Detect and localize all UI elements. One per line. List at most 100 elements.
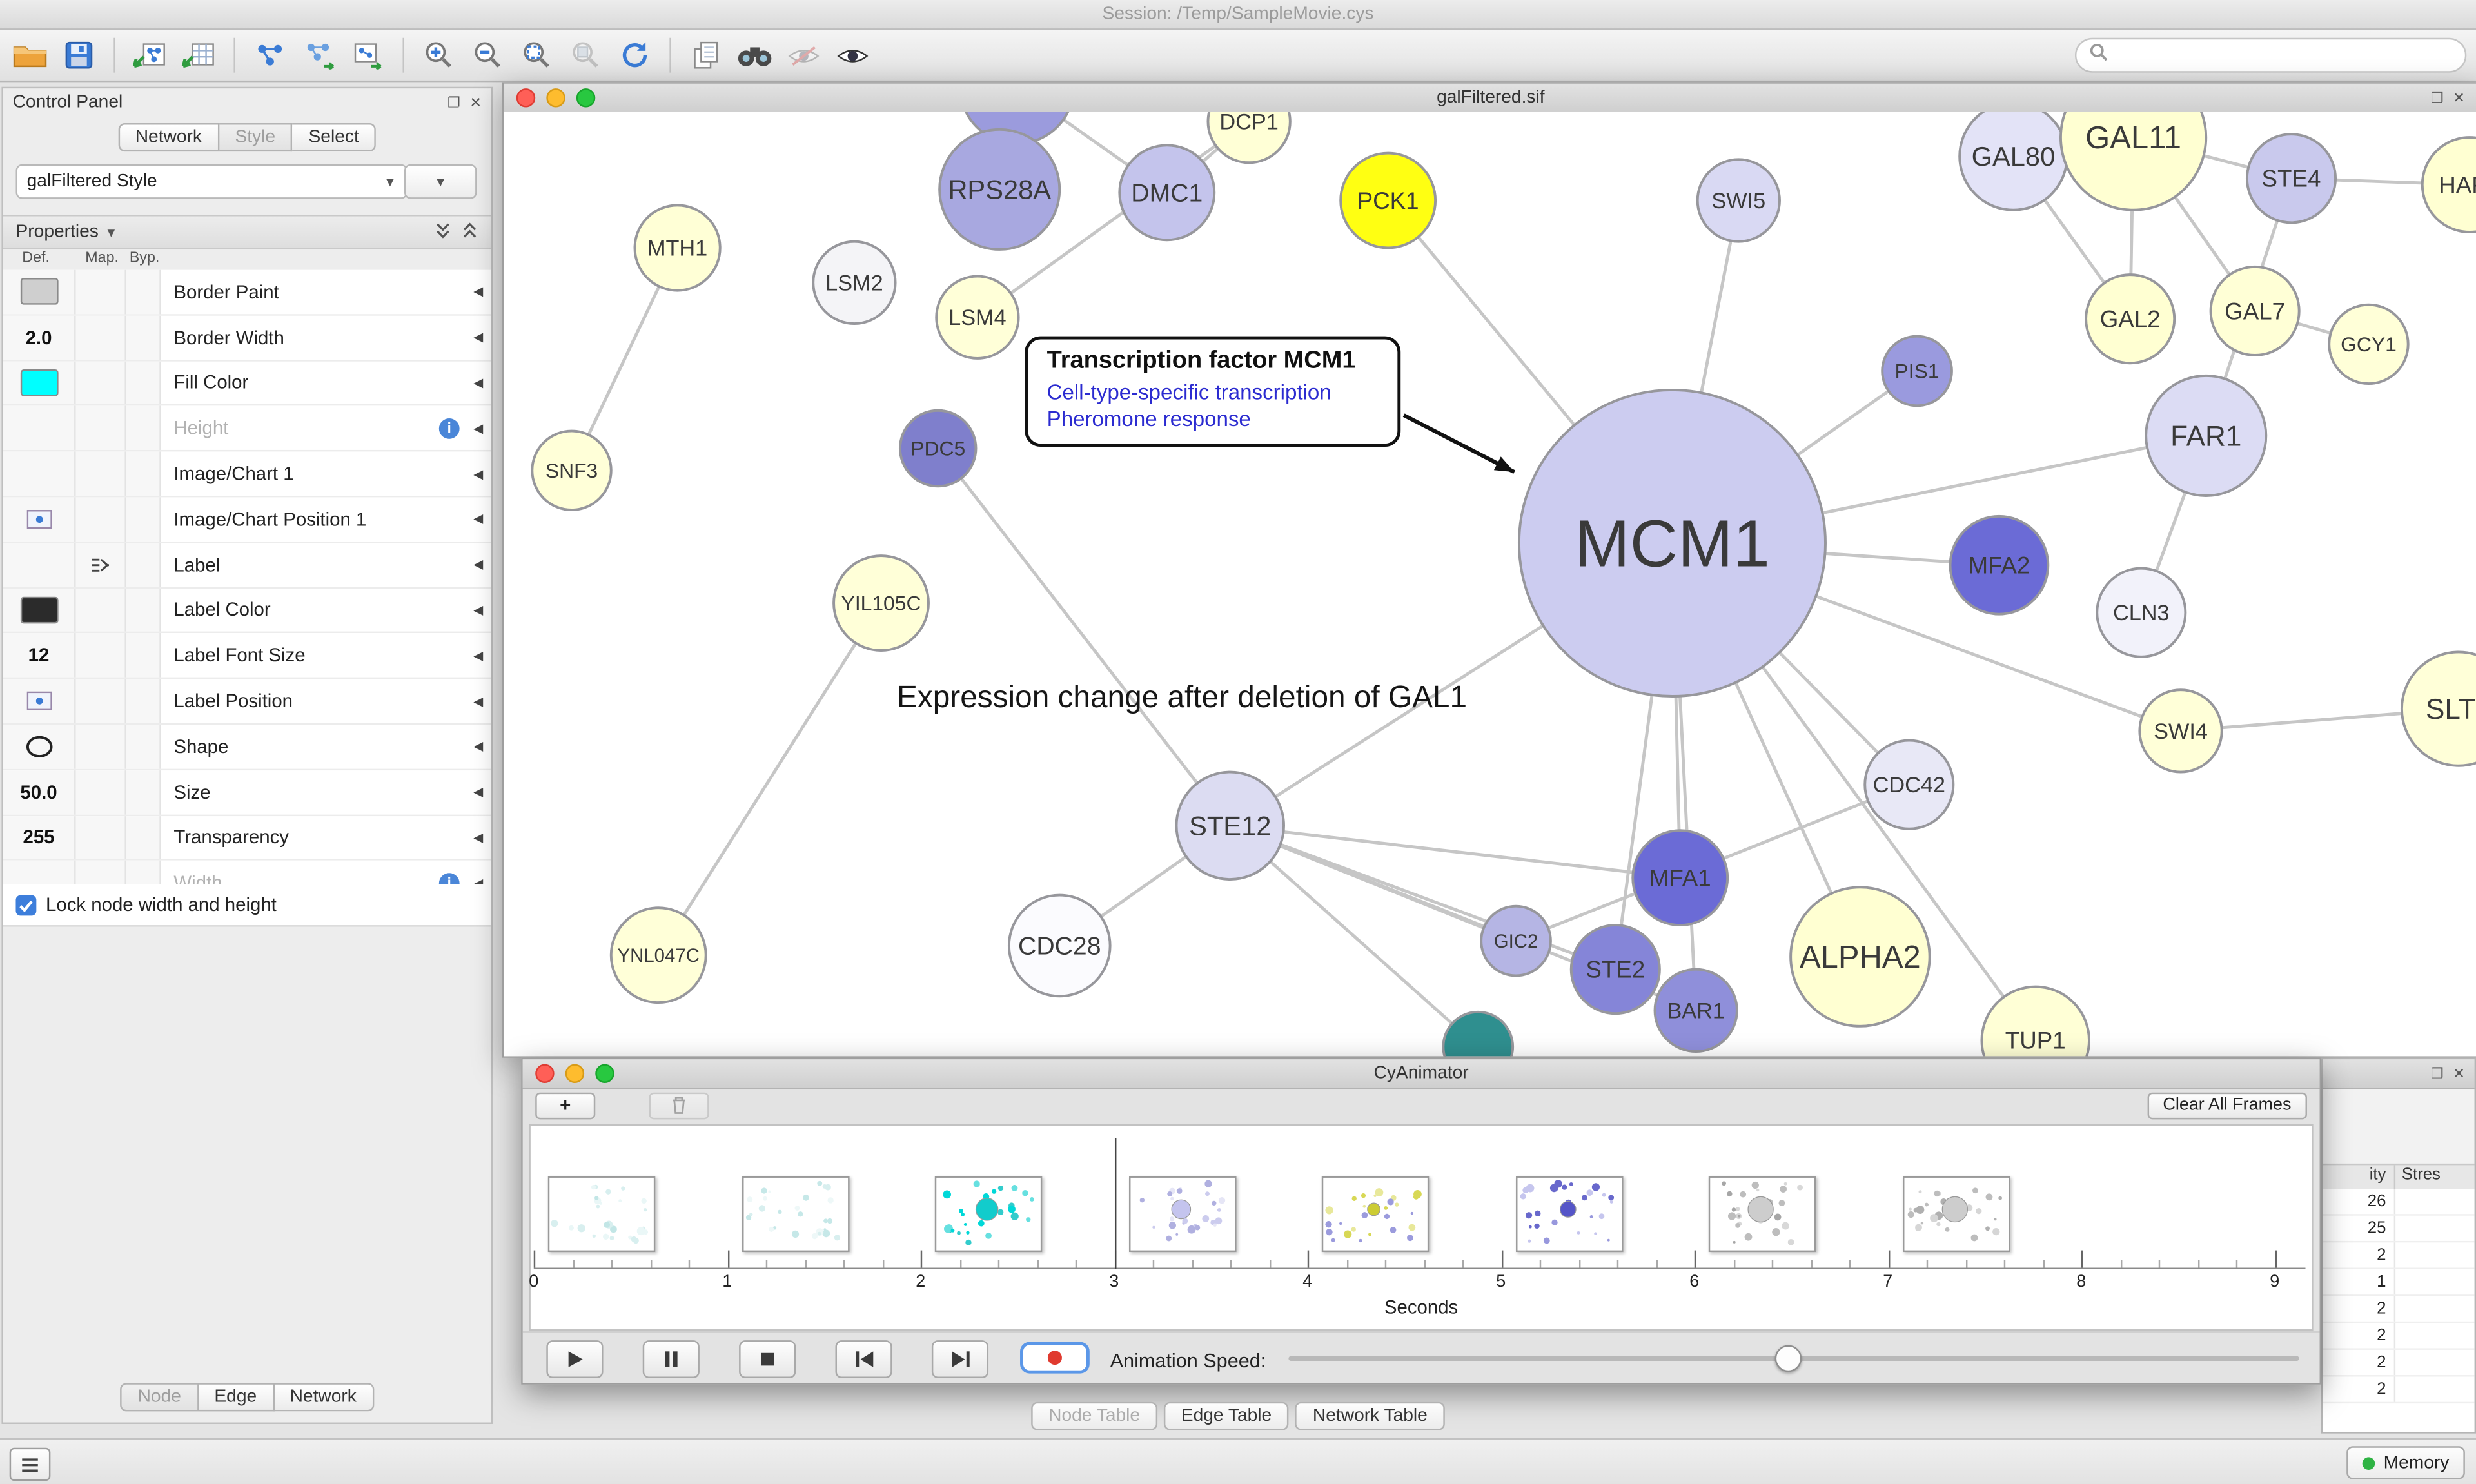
property-row[interactable]: Border Paint◀ xyxy=(3,269,491,316)
table-row[interactable]: 2 xyxy=(2323,1323,2475,1350)
network-node[interactable]: SNF3 xyxy=(531,429,613,511)
playhead[interactable] xyxy=(1114,1138,1116,1269)
network-node[interactable]: RPS28A xyxy=(938,128,1061,251)
property-row[interactable]: Label◀ xyxy=(3,542,491,589)
style-dropdown[interactable]: galFiltered Style ▼ xyxy=(15,164,408,199)
bypass-cell[interactable] xyxy=(126,770,161,814)
table-row[interactable]: 2 xyxy=(2323,1242,2475,1269)
mapping-cell[interactable] xyxy=(75,770,126,814)
property-row[interactable]: Image/Chart Position 1◀ xyxy=(3,497,491,543)
property-row[interactable]: Shape◀ xyxy=(3,725,491,770)
mapping-cell[interactable] xyxy=(75,815,126,860)
search-field[interactable] xyxy=(2074,37,2467,73)
network-node[interactable]: PDC5 xyxy=(898,409,978,488)
lock-size-checkbox[interactable] xyxy=(15,894,37,915)
table-row[interactable]: 2 xyxy=(2323,1349,2475,1377)
frame-thumbnail[interactable] xyxy=(1901,1176,2010,1253)
tab-edge-table[interactable]: Edge Table xyxy=(1163,1401,1290,1430)
mapping-cell[interactable] xyxy=(75,679,126,723)
expand-left-icon[interactable]: ◀ xyxy=(473,739,484,754)
network-node[interactable]: CLN3 xyxy=(2096,567,2187,658)
open-session-icon[interactable] xyxy=(10,35,51,76)
default-value-cell[interactable] xyxy=(3,679,76,723)
network-canvas[interactable]: RPS28ADCP1DMC1PCK1SWI5GAL80GAL11STE4HAP4… xyxy=(504,112,2476,1057)
network-node[interactable]: CDC28 xyxy=(1007,893,1112,998)
default-value-cell[interactable] xyxy=(3,406,76,451)
collapse-all-icon[interactable] xyxy=(434,220,451,244)
expand-left-icon[interactable]: ◀ xyxy=(473,648,484,663)
network-node[interactable]: PIS1 xyxy=(1881,335,1953,407)
tab-select[interactable]: Select xyxy=(293,123,377,152)
mapping-cell[interactable] xyxy=(75,633,126,678)
default-value-cell[interactable]: 12 xyxy=(3,633,76,678)
frame-thumbnail[interactable] xyxy=(1321,1176,1430,1253)
panel-tab-edge[interactable]: Edge xyxy=(198,1383,275,1412)
expand-left-icon[interactable]: ◀ xyxy=(473,694,484,708)
table-row[interactable]: 2 xyxy=(2323,1376,2475,1404)
frame-thumbnail[interactable] xyxy=(741,1176,849,1253)
bypass-cell[interactable] xyxy=(126,269,161,314)
network-node[interactable]: DCP1 xyxy=(1206,112,1292,164)
find-icon[interactable] xyxy=(734,35,776,76)
network-node[interactable]: GAL7 xyxy=(2209,265,2301,356)
memory-button[interactable]: Memory xyxy=(2347,1446,2465,1479)
network-node[interactable]: CDC42 xyxy=(1863,739,1955,830)
table-column-header[interactable]: ity xyxy=(2323,1165,2396,1189)
bypass-cell[interactable] xyxy=(126,451,161,496)
expand-left-icon[interactable]: ◀ xyxy=(473,603,484,618)
network-node[interactable]: DMC1 xyxy=(1118,144,1216,242)
mapping-cell[interactable] xyxy=(75,315,126,360)
prev-button[interactable] xyxy=(835,1340,892,1378)
hide-selected-icon[interactable] xyxy=(783,35,825,76)
panel-tab-node[interactable]: Node xyxy=(120,1383,199,1412)
table-row[interactable]: 25 xyxy=(2323,1215,2475,1243)
expand-left-icon[interactable]: ◀ xyxy=(473,284,484,299)
default-value-cell[interactable] xyxy=(3,725,76,769)
annotation-box[interactable]: Transcription factor MCM1 Cell-type-spec… xyxy=(1025,336,1401,447)
properties-header[interactable]: Properties ▼ xyxy=(3,215,491,249)
add-frame-button[interactable]: + xyxy=(535,1091,596,1119)
network-node[interactable]: STE2 xyxy=(1569,924,1661,1015)
frame-thumbnail[interactable] xyxy=(1708,1176,1816,1253)
expand-left-icon[interactable]: ◀ xyxy=(473,375,484,390)
pause-button[interactable] xyxy=(642,1340,700,1378)
zoom-fit-icon[interactable] xyxy=(516,35,558,76)
network-node[interactable]: GAL80 xyxy=(1958,112,2068,211)
search-input[interactable] xyxy=(2116,44,2453,66)
annotation-link[interactable]: Cell-type-specific transcription xyxy=(1046,380,1331,404)
network-node[interactable]: MTH1 xyxy=(633,204,722,292)
style-options-button[interactable]: ▼ xyxy=(404,164,477,199)
property-row[interactable]: Fill Color◀ xyxy=(3,360,491,407)
network-node[interactable]: GAL2 xyxy=(2085,273,2176,365)
close-panel-icon[interactable]: ✕ xyxy=(2453,1066,2465,1082)
network-node[interactable]: YNL047C xyxy=(609,906,707,1004)
expand-left-icon[interactable]: ◀ xyxy=(473,785,484,799)
zoom-selected-icon[interactable] xyxy=(565,35,607,76)
property-row[interactable]: Label Position◀ xyxy=(3,679,491,725)
mapping-cell[interactable] xyxy=(75,360,126,405)
stop-button[interactable] xyxy=(739,1340,796,1378)
bypass-cell[interactable] xyxy=(126,725,161,769)
mapping-cell[interactable] xyxy=(75,497,126,542)
default-value-cell[interactable]: 50.0 xyxy=(3,770,76,814)
network-node[interactable]: SLT2 xyxy=(2400,650,2476,767)
mapping-cell[interactable] xyxy=(75,588,126,632)
info-icon[interactable]: i xyxy=(438,418,460,439)
bypass-cell[interactable] xyxy=(126,815,161,860)
minimize-window-icon[interactable] xyxy=(565,1064,585,1084)
zoom-out-icon[interactable] xyxy=(467,35,509,76)
expand-left-icon[interactable]: ◀ xyxy=(473,512,484,527)
frame-thumbnail[interactable] xyxy=(1128,1176,1236,1253)
default-value-cell[interactable] xyxy=(3,269,76,314)
bypass-cell[interactable] xyxy=(126,406,161,451)
zoom-in-icon[interactable] xyxy=(418,35,460,76)
record-button[interactable] xyxy=(1020,1342,1090,1374)
bypass-cell[interactable] xyxy=(126,360,161,405)
default-value-cell[interactable]: 2.0 xyxy=(3,315,76,360)
network-node[interactable]: GIC2 xyxy=(1480,904,1552,977)
save-session-icon[interactable] xyxy=(59,35,100,76)
mapping-cell[interactable] xyxy=(75,406,126,451)
